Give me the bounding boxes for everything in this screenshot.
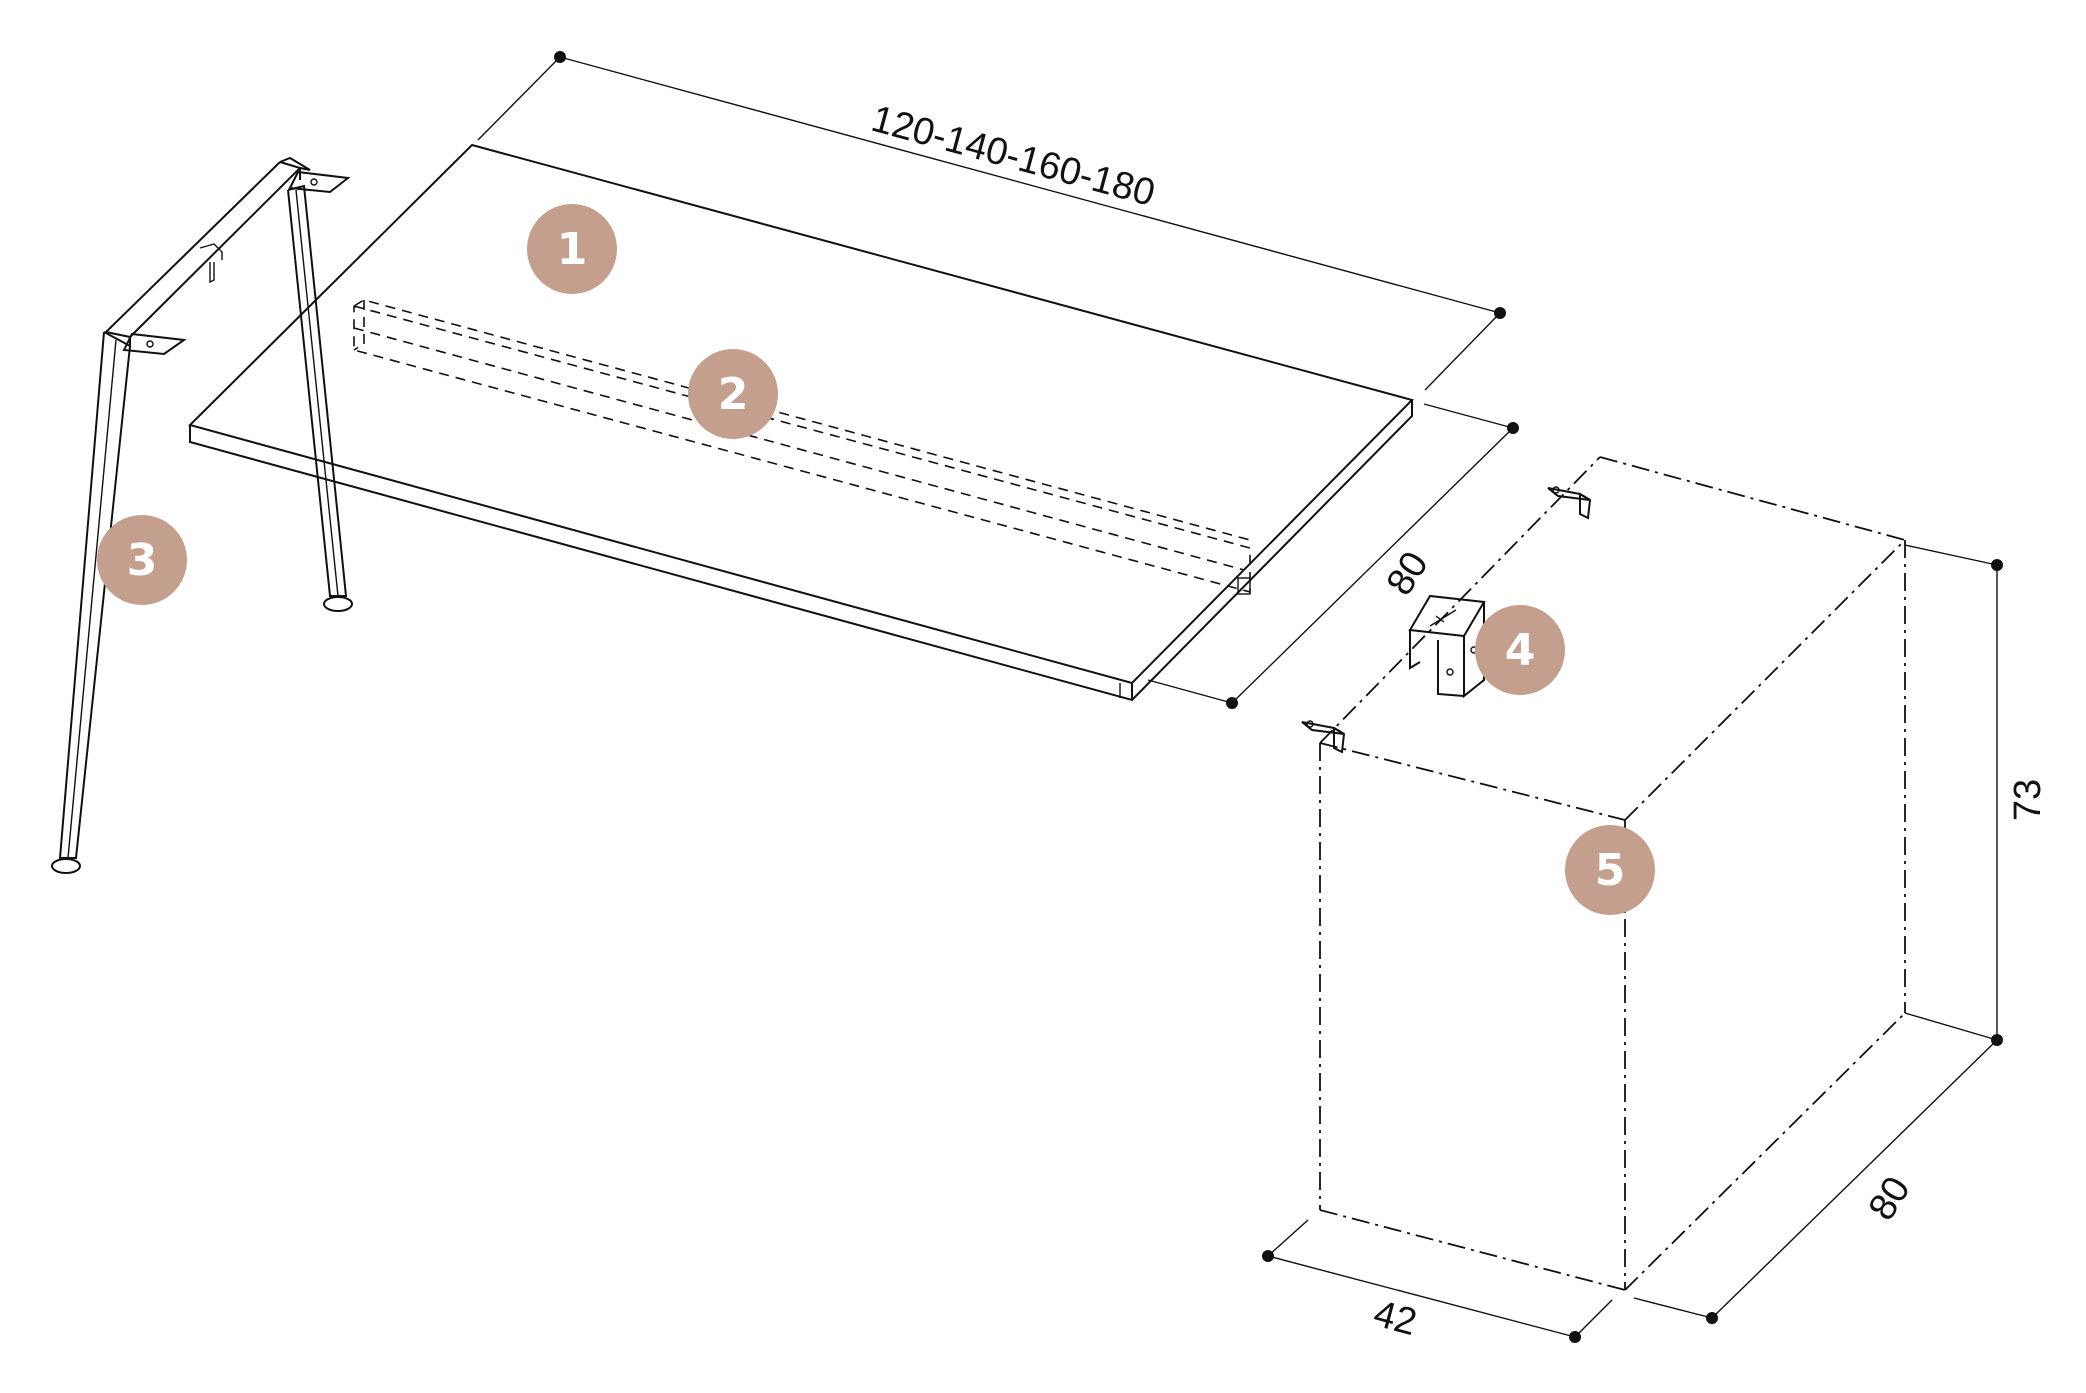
dim-label-unit-depth: 80 xyxy=(1861,1170,1919,1228)
svg-text:5: 5 xyxy=(1595,845,1626,896)
corner-bracket-bottom xyxy=(1301,720,1346,754)
svg-text:2: 2 xyxy=(718,369,749,420)
corner-bracket-top xyxy=(1547,486,1592,520)
dim-desk-width: 120-140-160-180 xyxy=(477,51,1506,391)
dim-label-desk-width: 120-140-160-180 xyxy=(867,98,1159,215)
hidden-beam xyxy=(353,299,1251,595)
dim-label-desk-depth: 80 xyxy=(1379,545,1437,603)
connection-bracket xyxy=(1408,594,1486,699)
trestle-leg xyxy=(51,156,353,874)
svg-text:1: 1 xyxy=(557,224,588,275)
part-badge-5: 5 xyxy=(1565,825,1655,915)
svg-text:3: 3 xyxy=(127,535,158,586)
dim-label-unit-width: 42 xyxy=(1369,1293,1421,1345)
svg-text:4: 4 xyxy=(1505,625,1536,676)
dim-unit-height: 73 xyxy=(1904,544,2049,1046)
dim-unit-depth: 80 xyxy=(1633,1039,1998,1324)
part-badge-1: 1 xyxy=(527,204,617,294)
dim-unit-width: 42 xyxy=(1262,1219,1613,1345)
part-badge-3: 3 xyxy=(97,515,187,605)
dim-label-unit-height: 73 xyxy=(2007,779,2049,821)
desk-top xyxy=(188,143,1414,702)
part-badge-4: 4 xyxy=(1475,605,1565,695)
part-badge-2: 2 xyxy=(688,349,778,439)
